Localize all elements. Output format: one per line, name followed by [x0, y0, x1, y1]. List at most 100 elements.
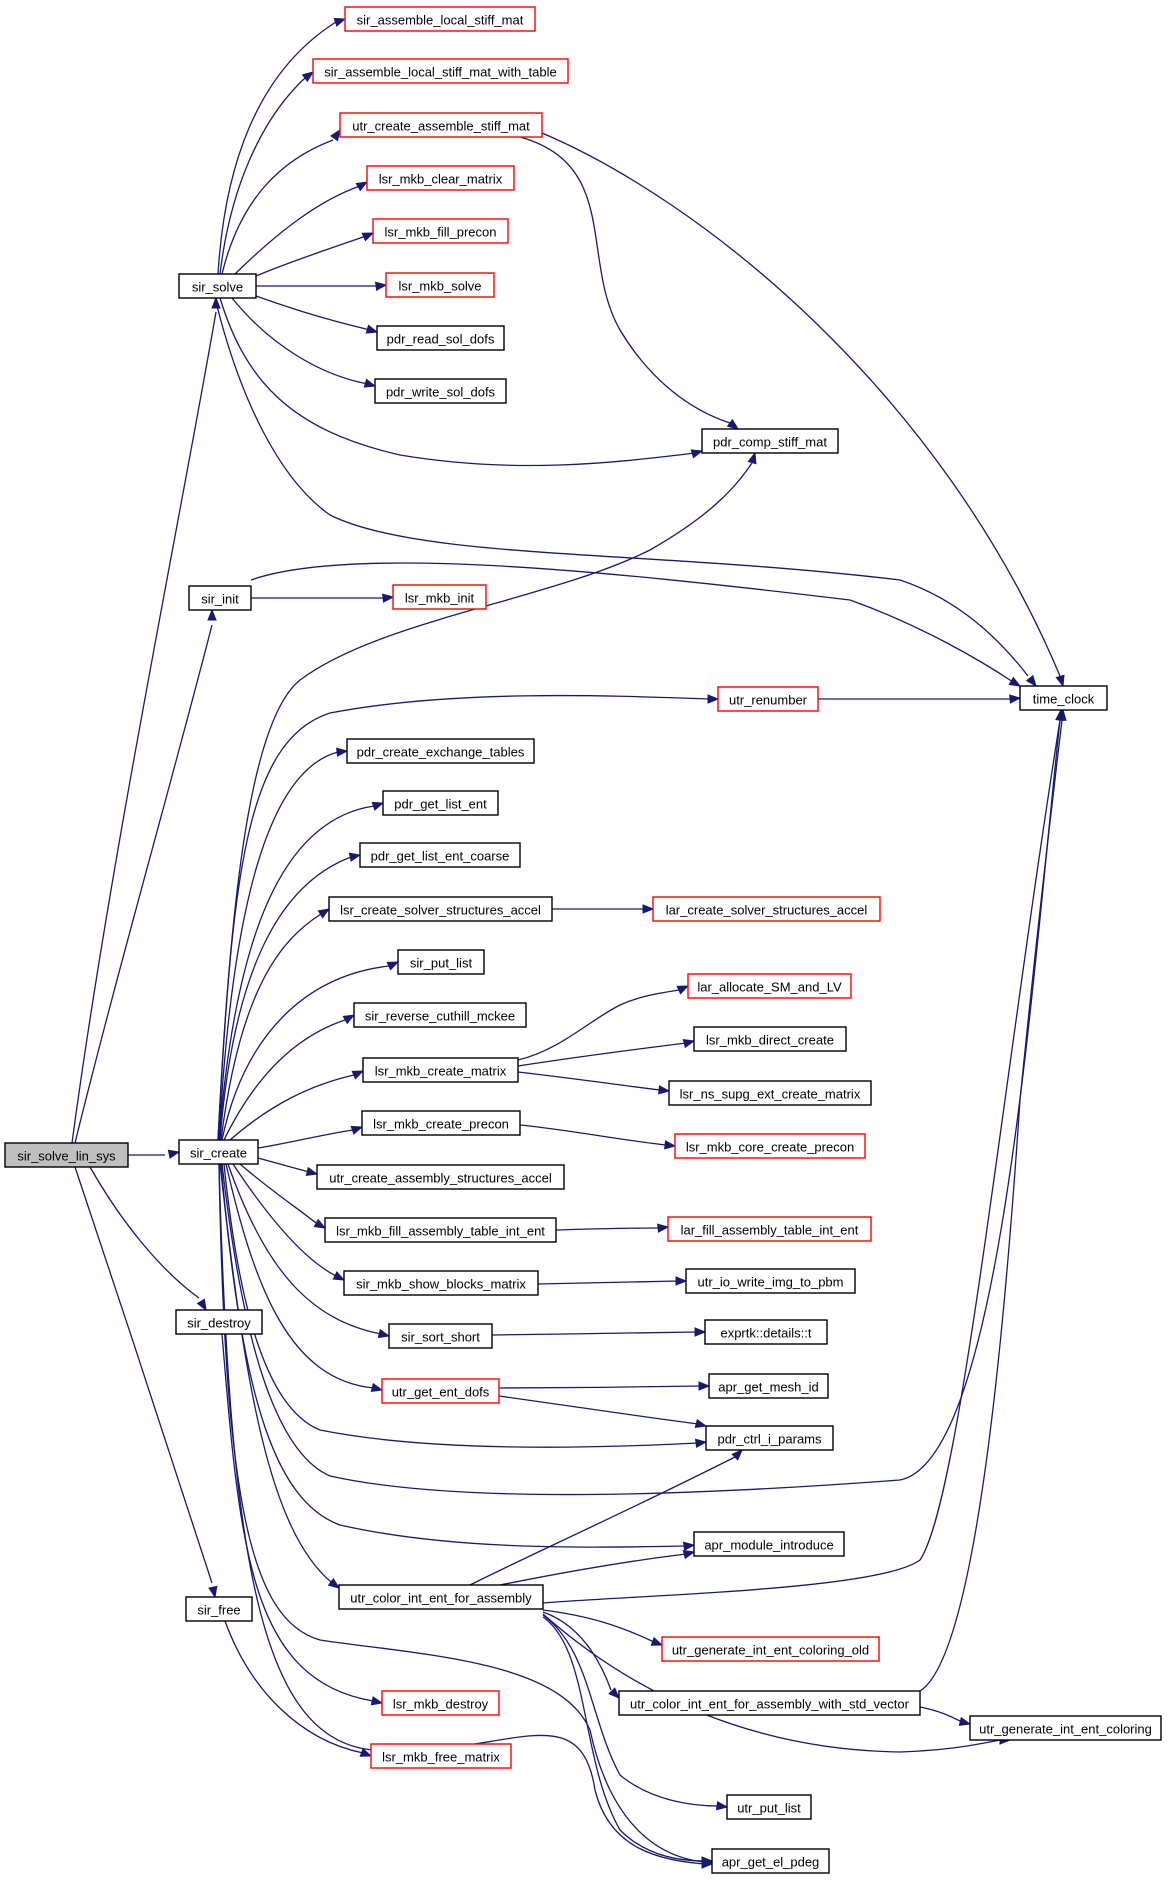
node-label: pdr_read_sol_dofs: [387, 332, 495, 347]
node-pdr-get-list-ent-coarse[interactable]: pdr_get_list_ent_coarse: [359, 842, 521, 868]
node-label: utr_put_list: [737, 1801, 801, 1816]
node-utr-generate-int-ent-coloring-old[interactable]: utr_generate_int_ent_coloring_old: [661, 1636, 880, 1662]
call-edge: [257, 1157, 319, 1177]
edge-arrowhead: [350, 1125, 364, 1135]
node-utr-io-write-img-to-pbm[interactable]: utr_io_write_img_to_pbm: [685, 1268, 856, 1294]
node-time-clock[interactable]: time_clock: [1019, 685, 1108, 711]
node-sir-sort-short[interactable]: sir_sort_short: [388, 1323, 493, 1349]
node-lsr-ns-supg-ext-create-matrix[interactable]: lsr_ns_supg_ext_create_matrix: [668, 1080, 872, 1106]
call-edge: [225, 1163, 384, 1393]
node-lsr-mkb-init[interactable]: lsr_mkb_init: [392, 584, 487, 610]
call-edge: [229, 1070, 365, 1141]
node-lsr-mkb-core-create-precon[interactable]: lsr_mkb_core_create_precon: [674, 1133, 866, 1159]
node-sir-solve[interactable]: sir_solve: [178, 273, 257, 299]
call-edge: [542, 1609, 664, 1646]
node-box: [705, 1425, 834, 1451]
edge-arrowhead: [370, 1696, 384, 1706]
edge-line: [227, 1163, 382, 1335]
edge-line: [218, 751, 339, 1141]
call-edge: [498, 1381, 711, 1391]
edge-line: [232, 1163, 337, 1277]
node-pdr-create-exchange-tables[interactable]: pdr_create_exchange_tables: [346, 738, 535, 764]
node-label: utr_io_write_img_to_pbm: [698, 1275, 844, 1290]
node-utr-put-list[interactable]: utr_put_list: [726, 1794, 812, 1820]
node-pdr-read-sol-dofs[interactable]: pdr_read_sol_dofs: [376, 325, 505, 351]
call-edge: [517, 985, 690, 1061]
node-lsr-mkb-solve[interactable]: lsr_mkb_solve: [385, 272, 495, 298]
node-pdr-write-sol-dofs[interactable]: pdr_write_sol_dofs: [374, 378, 507, 404]
edge-line: [498, 1395, 699, 1425]
node-apr-get-mesh-id[interactable]: apr_get_mesh_id: [708, 1373, 829, 1399]
node-apr-module-introduce[interactable]: apr_module_introduce: [693, 1531, 845, 1557]
edge-line: [219, 856, 352, 1141]
node-sir-mkb-show-blocks-matrix[interactable]: sir_mkb_show_blocks_matrix: [343, 1270, 539, 1296]
node-lsr-mkb-direct-create[interactable]: lsr_mkb_direct_create: [693, 1026, 847, 1052]
node-lsr-create-solver-structures-accel[interactable]: lsr_create_solver_structures_accel: [328, 896, 553, 922]
edge-arrowhead: [196, 1298, 207, 1312]
node-pdr-comp-stiff-mat[interactable]: pdr_comp_stiff_mat: [701, 428, 839, 454]
node-sir-assemble-local-stiff-mat[interactable]: sir_assemble_local_stiff_mat: [344, 6, 536, 32]
node-lsr-mkb-create-precon[interactable]: lsr_mkb_create_precon: [361, 1110, 521, 1136]
edge-line: [89, 1166, 200, 1299]
node-box: [381, 1378, 500, 1404]
node-utr-create-assembly-structures-accel[interactable]: utr_create_assembly_structures_accel: [316, 1164, 565, 1190]
node-label: apr_get_el_pdeg: [722, 1855, 820, 1870]
edge-line: [255, 295, 371, 331]
node-utr-renumber[interactable]: utr_renumber: [717, 686, 819, 712]
node-apr-get-el-pdeg[interactable]: apr_get_el_pdeg: [711, 1848, 830, 1874]
edge-line: [220, 913, 322, 1141]
node-lar-create-solver-structures-accel[interactable]: lar_create_solver_structures_accel: [652, 896, 881, 922]
node-utr-generate-int-ent-coloring[interactable]: utr_generate_int_ent_coloring: [969, 1715, 1162, 1741]
node-pdr-get-list-ent[interactable]: pdr_get_list_ent: [382, 790, 499, 816]
node-lar-allocate-sm-and-lv[interactable]: lar_allocate_SM_and_LV: [687, 973, 852, 999]
node-label: time_clock: [1033, 692, 1095, 707]
node-box: [687, 973, 852, 999]
node-sir-assemble-local-stiff-mat-with-table[interactable]: sir_assemble_local_stiff_mat_with_table: [312, 58, 569, 84]
node-sir-solve-lin-sys[interactable]: sir_solve_lin_sys: [4, 1142, 129, 1168]
node-lsr-mkb-destroy[interactable]: lsr_mkb_destroy: [381, 1690, 500, 1716]
node-label: lar_fill_assembly_table_int_ent: [681, 1223, 859, 1238]
node-box: [382, 790, 499, 816]
node-sir-put-list[interactable]: sir_put_list: [397, 949, 485, 975]
node-lsr-mkb-fill-assembly-table-int-ent[interactable]: lsr_mkb_fill_assembly_table_int_ent: [324, 1217, 557, 1243]
call-edge: [517, 1071, 671, 1095]
node-lsr-mkb-fill-precon[interactable]: lsr_mkb_fill_precon: [372, 218, 509, 244]
edge-line: [555, 1227, 660, 1231]
edge-arrowhead: [682, 1038, 696, 1049]
node-sir-reverse-cuthill-mckee[interactable]: sir_reverse_cuthill_mckee: [353, 1002, 527, 1028]
edge-arrowhead: [958, 1716, 972, 1727]
node-utr-color-int-ent-for-assembly-with-std-vector[interactable]: utr_color_int_ent_for_assembly_with_std_…: [618, 1690, 921, 1716]
node-utr-color-int-ent-for-assembly[interactable]: utr_color_int_ent_for_assembly: [338, 1584, 544, 1610]
node-sir-init[interactable]: sir_init: [188, 585, 252, 611]
edge-arrowhead: [371, 801, 385, 811]
node-label: lsr_mkb_fill_precon: [385, 225, 497, 240]
node-box: [652, 896, 881, 922]
edge-line: [257, 1129, 354, 1149]
node-utr-create-assemble-stiff-mat[interactable]: utr_create_assemble_stiff_mat: [339, 112, 543, 138]
node-lar-fill-assembly-table-int-ent[interactable]: lar_fill_assembly_table_int_ent: [667, 1216, 872, 1242]
node-label: sir_reverse_cuthill_mckee: [365, 1009, 515, 1024]
node-exprtk-details-t[interactable]: exprtk::details::t: [704, 1319, 828, 1345]
call-edge: [74, 1166, 218, 1599]
call-edge: [552, 904, 655, 914]
node-sir-free[interactable]: sir_free: [185, 1596, 253, 1622]
node-lsr-mkb-clear-matrix[interactable]: lsr_mkb_clear_matrix: [366, 165, 515, 191]
edge-arrowhead: [317, 908, 331, 919]
node-box: [312, 58, 569, 84]
node-pdr-ctrl-i-params[interactable]: pdr_ctrl_i_params: [705, 1425, 834, 1451]
edge-arrowhead: [359, 1747, 373, 1757]
edge-line: [257, 1157, 310, 1173]
node-utr-get-ent-dofs[interactable]: utr_get_ent_dofs: [381, 1378, 500, 1404]
node-sir-destroy[interactable]: sir_destroy: [175, 1309, 263, 1335]
node-lsr-mkb-free-matrix[interactable]: lsr_mkb_free_matrix: [370, 1743, 512, 1769]
node-box: [343, 1270, 539, 1296]
call-edge: [234, 181, 369, 275]
node-label: lsr_mkb_destroy: [393, 1697, 489, 1712]
call-edge: [71, 296, 221, 1144]
edge-line: [542, 1613, 1001, 1753]
call-edge: [818, 694, 1022, 704]
node-sir-create[interactable]: sir_create: [178, 1139, 259, 1165]
node-lsr-mkb-create-matrix[interactable]: lsr_mkb_create_matrix: [362, 1057, 519, 1083]
edge-arrowhead: [363, 378, 377, 388]
call-edge: [255, 232, 375, 277]
